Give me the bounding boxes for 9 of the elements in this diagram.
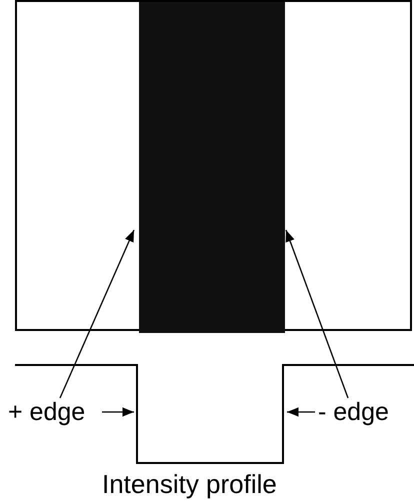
edge-label: + edge — [8, 398, 86, 426]
image-frame — [15, 0, 412, 331]
leader-arrow — [287, 407, 315, 417]
dark-stripe — [139, 2, 285, 333]
leader-arrow — [102, 407, 134, 417]
profile-caption: Intensity profile — [102, 470, 277, 498]
leader-arrow — [59, 230, 135, 398]
leader-arrow — [285, 230, 349, 398]
edge-label: - edge — [318, 398, 389, 426]
